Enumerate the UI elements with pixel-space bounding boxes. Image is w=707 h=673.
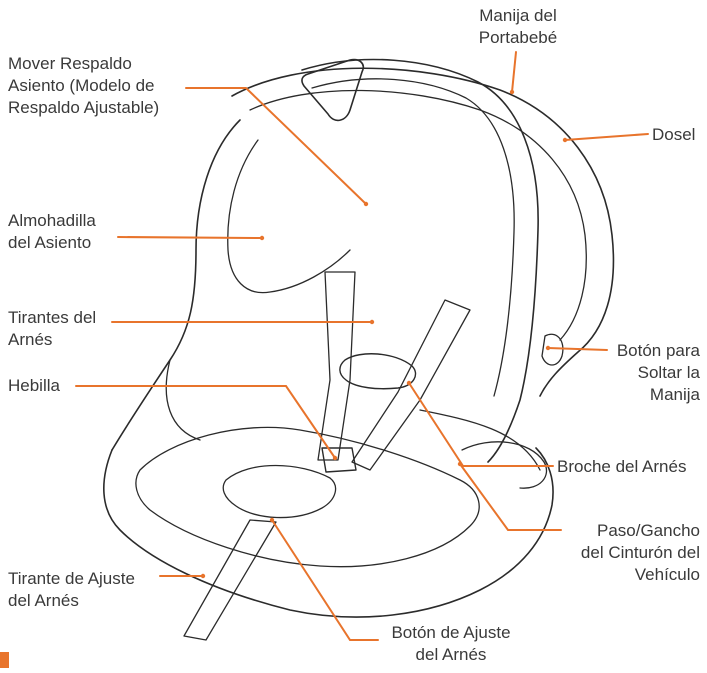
label-backrest-line-3: Respaldo Ajustable) xyxy=(8,97,159,119)
buckle-leader-dot xyxy=(333,456,337,460)
label-handle-release-line-1: Botón para xyxy=(560,340,700,362)
label-belt-path-line-1: Paso/Gancho xyxy=(540,520,700,542)
adjust-button-leader xyxy=(272,520,378,640)
label-buckle-line-1: Hebilla xyxy=(8,375,60,397)
handle-release-leader-dot xyxy=(546,346,550,350)
crotch-pad xyxy=(223,466,335,518)
label-handle-line-2: Portabebé xyxy=(443,27,593,49)
label-belt-path: Paso/Gancho del Cinturón del Vehículo xyxy=(540,520,700,586)
handle-leader-dot xyxy=(510,90,514,94)
label-seat-pad: Almohadilla del Asiento xyxy=(8,210,96,254)
label-seat-pad-line-1: Almohadilla xyxy=(8,210,96,232)
label-adjust-button-line-2: del Arnés xyxy=(366,644,536,666)
adjust-strap-leader-dot xyxy=(201,574,205,578)
label-handle-release-line-2: Soltar la xyxy=(560,362,700,384)
backrest-leader xyxy=(186,88,366,204)
belt-path-leader-dot xyxy=(458,462,462,466)
canopy-leader xyxy=(565,134,648,140)
adjust-strap-shape xyxy=(184,520,276,640)
label-backrest: Mover Respaldo Asiento (Modelo de Respal… xyxy=(8,53,159,119)
label-harness-straps: Tirantes del Arnés xyxy=(8,307,96,351)
corner-mark xyxy=(0,652,9,668)
label-handle-release-line-3: Manija xyxy=(560,384,700,406)
seat-headrest xyxy=(228,140,350,293)
label-backrest-line-2: Asiento (Modelo de xyxy=(8,75,159,97)
label-harness-straps-line-1: Tirantes del xyxy=(8,307,96,329)
seat-cushion xyxy=(136,427,479,566)
label-seat-pad-line-2: del Asiento xyxy=(8,232,96,254)
label-adjust-strap-line-2: del Arnés xyxy=(8,590,135,612)
label-buckle: Hebilla xyxy=(8,375,60,397)
leader-dots xyxy=(201,90,567,578)
seat-pad-leader-dot xyxy=(260,236,264,240)
label-harness-straps-line-2: Arnés xyxy=(8,329,96,351)
label-chest-clip-line-1: Broche del Arnés xyxy=(557,456,686,478)
label-belt-path-line-2: del Cinturón del xyxy=(540,542,700,564)
canopy-shape xyxy=(232,68,613,396)
label-backrest-line-1: Mover Respaldo xyxy=(8,53,159,75)
label-belt-path-line-3: Vehículo xyxy=(540,564,700,586)
seat-outline xyxy=(104,60,614,640)
label-chest-clip: Broche del Arnés xyxy=(557,456,686,478)
carry-handle-inner xyxy=(312,79,514,396)
handle-leader xyxy=(512,52,516,92)
chest-clip-leader-dot xyxy=(407,381,411,385)
label-handle-release: Botón para Soltar la Manija xyxy=(560,340,700,406)
label-canopy-line-1: Dosel xyxy=(652,124,695,146)
label-adjust-strap-line-1: Tirante de Ajuste xyxy=(8,568,135,590)
backrest-leader-dot xyxy=(364,202,368,206)
label-canopy: Dosel xyxy=(652,124,695,146)
harness-strap-left xyxy=(318,272,355,460)
label-adjust-button: Botón de Ajuste del Arnés xyxy=(366,622,536,666)
seat-pad-leader xyxy=(118,237,262,238)
canopy-leader-dot xyxy=(563,138,567,142)
label-handle: Manija del Portabebé xyxy=(443,5,593,49)
label-handle-line-1: Manija del xyxy=(443,5,593,27)
buckle-leader xyxy=(76,386,335,458)
label-adjust-button-line-1: Botón de Ajuste xyxy=(366,622,536,644)
seat-back xyxy=(112,120,240,450)
canopy-inner-edge xyxy=(250,90,586,340)
seat-shell xyxy=(104,448,553,617)
label-adjust-strap: Tirante de Ajuste del Arnés xyxy=(8,568,135,612)
harness-straps-leader-dot xyxy=(370,320,374,324)
adjust-button-leader-dot xyxy=(270,518,274,522)
